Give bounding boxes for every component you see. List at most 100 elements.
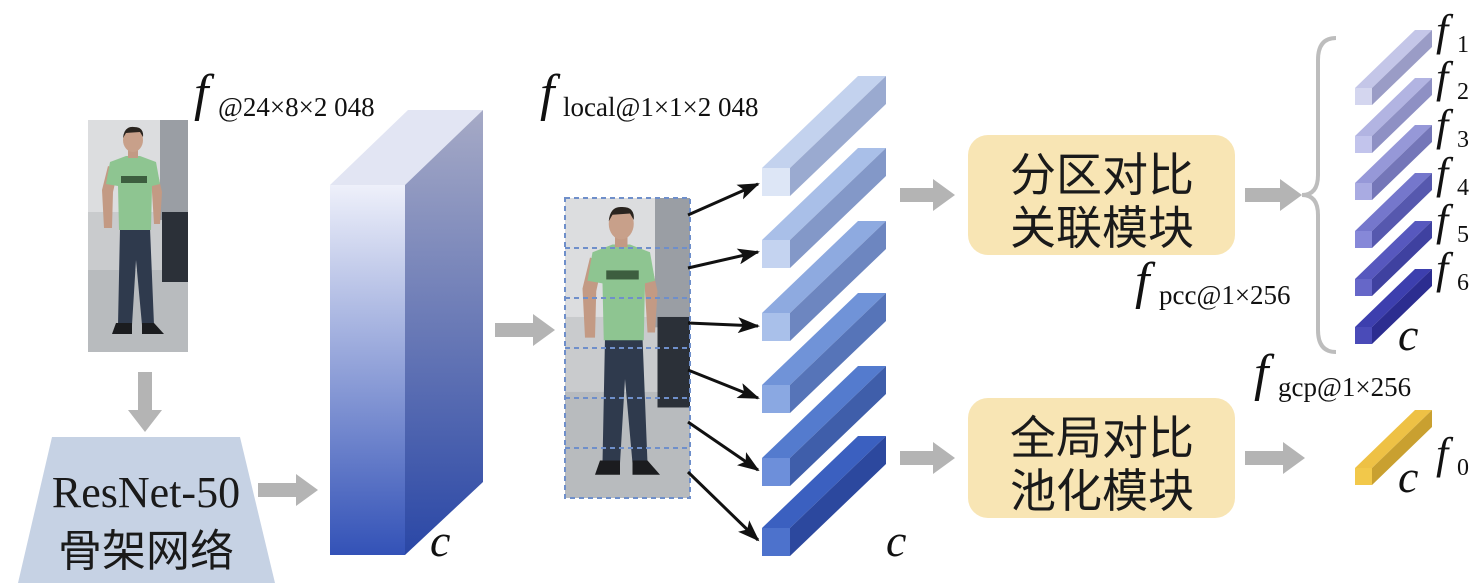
part-feature-bar-6-front-face	[1355, 327, 1372, 344]
strip-arrow-2	[687, 248, 760, 270]
feature-map-label: f @24×8×2 048	[194, 65, 375, 122]
part-feature-bar-4	[1355, 173, 1432, 248]
part-feature-5-index: 5	[1457, 222, 1469, 248]
global-feature-label: f 0	[1436, 429, 1469, 481]
part-feature-bar-4-top-face	[1355, 173, 1432, 231]
local-feature-bar-1	[762, 76, 886, 196]
global-feature-bar-group	[1355, 410, 1432, 485]
local-feature-bar-4-side-face	[790, 293, 886, 413]
global-feature-symbol: f	[1436, 429, 1454, 478]
local-feature-bar-2-side-face	[790, 148, 886, 268]
local-bars-channel-label: c	[886, 515, 906, 566]
part-feature-bar-1-top-face	[1355, 30, 1432, 88]
feature-map-side-face	[405, 110, 483, 555]
part-feature-bar-2-top-face	[1355, 78, 1432, 136]
part-feature-bar-2-front-face	[1355, 136, 1372, 153]
part-bars-channel-label: c	[1398, 309, 1418, 360]
global-feature-index: 0	[1457, 455, 1469, 481]
part-feature-bar-1-front-face	[1355, 88, 1372, 105]
backbone-trapezoid	[18, 437, 275, 583]
part-feature-bars	[1355, 30, 1432, 344]
arrow-gcp-to-global-feature	[1245, 442, 1305, 474]
arrow-to-gcp-module	[900, 442, 955, 474]
partition-grid	[564, 197, 691, 499]
feature-map-top-face	[330, 110, 483, 185]
gcp-module: 全局对比 池化模块	[968, 398, 1235, 518]
part-feature-6-index: 6	[1457, 270, 1469, 296]
part-feature-bar-3-front-face	[1355, 183, 1372, 200]
arrow-pcc-to-brace	[1245, 179, 1302, 211]
pcc-module-line1: 分区对比	[1010, 148, 1194, 202]
global-feature-bar-side-face	[1372, 410, 1432, 485]
strip-arrow-3	[687, 317, 760, 334]
part-feature-3-symbol: f	[1436, 101, 1454, 150]
global-bar-channel-label: c	[1398, 451, 1418, 502]
part-feature-bar-2	[1355, 78, 1432, 153]
strip-arrow-1	[687, 182, 760, 217]
pcc-output-label-symbol: f	[1135, 253, 1156, 310]
part-feature-2-symbol: f	[1436, 53, 1454, 102]
gcp-output-label: f gcp@1×256	[1254, 345, 1411, 402]
local-feature-bar-5-top-face	[762, 366, 886, 458]
global-feature-bar-front-face	[1355, 468, 1372, 485]
part-feature-4-index: 4	[1457, 175, 1469, 201]
local-feature-bar-1-front-face	[762, 168, 790, 196]
part-feature-bar-2-side-face	[1372, 78, 1432, 153]
local-feature-bar-4-top-face	[762, 293, 886, 385]
part-feature-bar-6-top-face	[1355, 269, 1432, 327]
backbone-network: ResNet-50 骨架网络	[18, 437, 275, 583]
local-feature-bar-5-front-face	[762, 458, 790, 486]
part-feature-bar-3	[1355, 125, 1432, 200]
local-feature-bar-6	[762, 436, 886, 556]
part-feature-bar-4-side-face	[1372, 173, 1432, 248]
local-feature-bar-6-side-face	[790, 436, 886, 556]
backbone-title: ResNet-50	[52, 468, 240, 517]
local-feature-bar-1-top-face	[762, 76, 886, 168]
part-feature-bar-3-side-face	[1372, 125, 1432, 200]
part-feature-5-symbol: f	[1436, 196, 1454, 245]
part-feature-4-symbol: f	[1436, 149, 1454, 198]
gcp-module-line2: 池化模块	[1010, 464, 1194, 518]
gcp-output-label-symbol: f	[1254, 345, 1275, 402]
arrow-down-to-backbone	[128, 372, 162, 432]
feature-map-block	[330, 110, 483, 555]
strip-arrow-6	[686, 470, 760, 542]
local-feature-bar-3-front-face	[762, 313, 790, 341]
strip-arrow-5	[687, 420, 760, 472]
local-feature-bar-2-front-face	[762, 240, 790, 268]
part-feature-bar-5	[1355, 221, 1432, 296]
feature-map-channel-label: c	[430, 515, 450, 566]
part-feature-6-symbol: f	[1436, 244, 1454, 293]
strip-arrows	[686, 182, 760, 542]
local-feature-label-symbol: f	[540, 65, 561, 122]
arrow-backbone-to-feature-map	[258, 474, 318, 506]
local-feature-bar-5-side-face	[790, 366, 886, 486]
part-feature-bar-1-side-face	[1372, 30, 1432, 105]
feature-map-front-face	[330, 185, 405, 555]
pcc-module: 分区对比 关联模块	[968, 135, 1235, 255]
local-feature-bar-1-side-face	[790, 76, 886, 196]
local-feature-bar-3-top-face	[762, 221, 886, 313]
pcc-output-label: f pcc@1×256	[1135, 253, 1291, 310]
global-feature-bar-top-face	[1355, 410, 1432, 468]
strip-arrow-4	[687, 368, 760, 400]
part-feature-bar-3-top-face	[1355, 125, 1432, 183]
gcp-output-label-subscript: gcp@1×256	[1278, 372, 1411, 402]
pcc-output-label-subscript: pcc@1×256	[1159, 280, 1291, 310]
backbone-subtitle: 骨架网络	[58, 526, 234, 577]
local-feature-bar-6-top-face	[762, 436, 886, 528]
partition-border	[564, 197, 691, 499]
local-feature-bar-5	[762, 366, 886, 486]
local-feature-bar-3-side-face	[790, 221, 886, 341]
local-feature-bar-3	[762, 221, 886, 341]
arrow-to-pcc-module	[900, 179, 955, 211]
pcc-module-line2: 关联模块	[1010, 201, 1194, 255]
part-feature-bar-4-front-face	[1355, 231, 1372, 248]
gcp-module-box	[968, 398, 1235, 518]
part-feature-bar-5-top-face	[1355, 221, 1432, 279]
part-feature-bar-6	[1355, 269, 1432, 344]
local-feature-label: f local@1×1×2 048	[540, 65, 759, 122]
feature-map-label-subscript: @24×8×2 048	[218, 92, 375, 122]
pcc-module-box	[968, 135, 1235, 255]
